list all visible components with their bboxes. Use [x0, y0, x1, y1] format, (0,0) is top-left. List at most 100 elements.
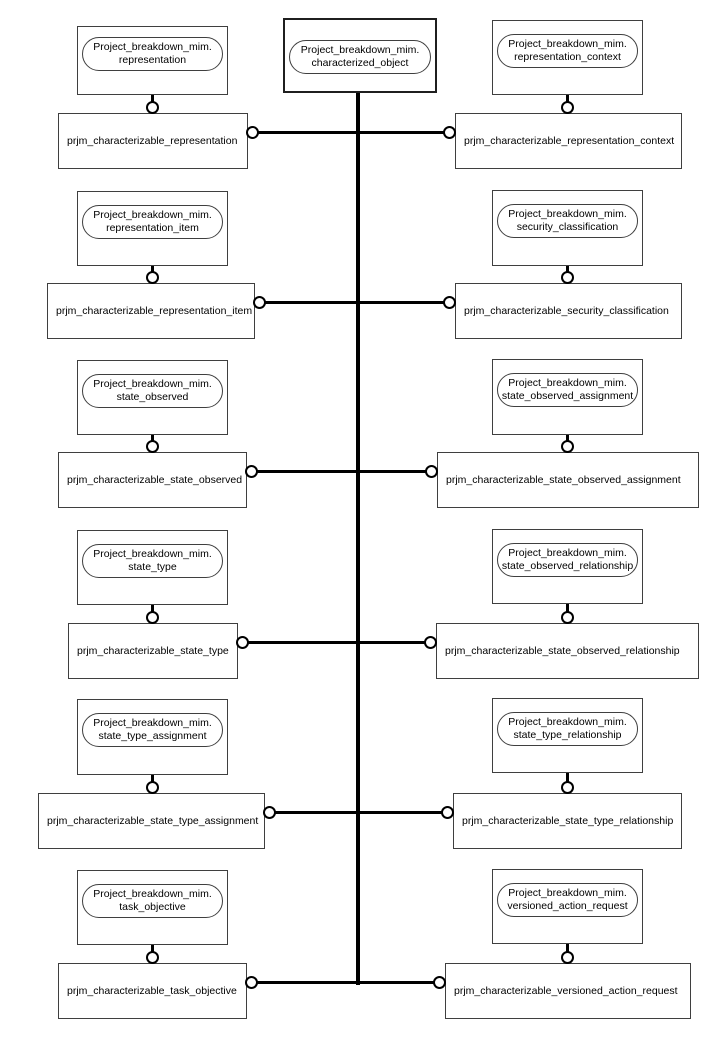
schema-node-right-5: Project_breakdown_mim. state_type_relati…: [492, 698, 643, 773]
schema-name-line1: Project_breakdown_mim.: [93, 888, 212, 900]
connection-circle: [443, 126, 456, 139]
entity-label: prjm_characterizable_state_type: [77, 645, 229, 657]
connection-circle: [245, 465, 258, 478]
schema-name-line2: state_type_assignment: [98, 730, 207, 742]
schema-node-right-1: Project_breakdown_mim. representation_co…: [492, 20, 643, 95]
entity-label: prjm_characterizable_representation_cont…: [464, 135, 675, 147]
entity-label: prjm_characterizable_representation_item: [56, 305, 253, 317]
root-schema-node: Project_breakdown_mim. characterized_obj…: [283, 18, 437, 93]
entity-node-right-6: prjm_characterizable_versioned_action_re…: [445, 963, 691, 1019]
schema-name-line1: Project_breakdown_mim.: [508, 208, 627, 220]
entity-node-left-6: prjm_characterizable_task_objective: [58, 963, 247, 1019]
schema-stadium: Project_breakdown_mim. state_observed: [82, 374, 223, 408]
schema-stadium: Project_breakdown_mim. task_objective: [82, 884, 223, 918]
connection-circle: [425, 465, 438, 478]
connector-line: [247, 981, 445, 984]
connector-line: [247, 470, 437, 473]
schema-name-line1: Project_breakdown_mim.: [93, 209, 212, 221]
connection-circle: [561, 951, 574, 964]
connection-circle: [561, 440, 574, 453]
entity-label: prjm_characterizable_state_observed: [67, 474, 243, 486]
schema-name-line1: Project_breakdown_mim.: [508, 377, 627, 389]
connection-circle: [561, 781, 574, 794]
schema-node-left-3: Project_breakdown_mim. state_observed: [77, 360, 228, 435]
schema-name-line2: state_observed_relationship: [501, 560, 634, 572]
schema-node-right-4: Project_breakdown_mim. state_observed_re…: [492, 529, 643, 604]
entity-label: prjm_characterizable_state_observed_assi…: [446, 474, 681, 486]
connection-circle: [433, 976, 446, 989]
connection-circle: [246, 126, 259, 139]
connector-line: [248, 131, 455, 134]
schema-name-line2: state_type: [128, 561, 177, 573]
entity-label: prjm_characterizable_representation: [67, 135, 238, 147]
entity-node-left-2: prjm_characterizable_representation_item: [47, 283, 255, 339]
schema-name-line2: representation: [118, 54, 187, 66]
connection-circle: [561, 611, 574, 624]
trunk-line: [356, 92, 360, 985]
schema-name-line1: Project_breakdown_mim.: [508, 547, 627, 559]
entity-label: prjm_characterizable_security_classifica…: [464, 305, 669, 317]
connector-line: [238, 641, 436, 644]
connection-circle: [443, 296, 456, 309]
schema-node-right-3: Project_breakdown_mim. state_observed_as…: [492, 359, 643, 435]
schema-stadium: Project_breakdown_mim. representation_co…: [497, 34, 638, 68]
schema-node-left-5: Project_breakdown_mim. state_type_assign…: [77, 699, 228, 775]
schema-name-line1: Project_breakdown_mim.: [508, 716, 627, 728]
schema-name-line1: Project_breakdown_mim.: [508, 38, 627, 50]
connection-circle: [146, 101, 159, 114]
connection-circle: [424, 636, 437, 649]
entity-node-right-3: prjm_characterizable_state_observed_assi…: [437, 452, 699, 508]
schema-node-left-4: Project_breakdown_mim. state_type: [77, 530, 228, 605]
connection-circle: [253, 296, 266, 309]
connection-circle: [146, 271, 159, 284]
entity-node-left-4: prjm_characterizable_state_type: [68, 623, 238, 679]
schema-stadium: Project_breakdown_mim. representation_it…: [82, 205, 223, 239]
connector-line: [255, 301, 455, 304]
schema-name-line2: representation_context: [514, 51, 621, 63]
schema-node-right-6: Project_breakdown_mim. versioned_action_…: [492, 869, 643, 944]
schema-stadium: Project_breakdown_mim. versioned_action_…: [497, 883, 638, 917]
schema-name-line1: Project_breakdown_mim.: [508, 887, 627, 899]
connection-circle: [146, 781, 159, 794]
schema-name-line1: Project_breakdown_mim.: [93, 378, 212, 390]
schema-name-line1: Project_breakdown_mim.: [93, 717, 212, 729]
schema-node-left-2: Project_breakdown_mim. representation_it…: [77, 191, 228, 266]
schema-name-line2: state_observed_assignment: [501, 390, 634, 402]
schema-name-line2: task_objective: [119, 901, 186, 913]
entity-node-right-1: prjm_characterizable_representation_cont…: [455, 113, 682, 169]
connection-circle: [146, 611, 159, 624]
schema-node-left-1: Project_breakdown_mim. representation: [77, 26, 228, 95]
schema-stadium: Project_breakdown_mim. state_type_relati…: [497, 712, 638, 746]
entity-node-left-3: prjm_characterizable_state_observed: [58, 452, 247, 508]
entity-node-right-2: prjm_characterizable_security_classifica…: [455, 283, 682, 339]
connection-circle: [236, 636, 249, 649]
root-schema-stadium: Project_breakdown_mim. characterized_obj…: [289, 40, 431, 74]
schema-name-line2: representation_item: [106, 222, 199, 234]
schema-stadium: Project_breakdown_mim. representation: [82, 37, 223, 71]
entity-node-left-1: prjm_characterizable_representation: [58, 113, 248, 169]
entity-node-right-5: prjm_characterizable_state_type_relation…: [453, 793, 682, 849]
schema-name-line2: security_classification: [516, 221, 619, 233]
entity-node-left-5: prjm_characterizable_state_type_assignme…: [38, 793, 265, 849]
connection-circle: [561, 101, 574, 114]
schema-node-right-2: Project_breakdown_mim. security_classifi…: [492, 190, 643, 266]
schema-name-line2: state_type_relationship: [513, 729, 622, 741]
schema-name-line2: versioned_action_request: [507, 900, 628, 912]
schema-name-line2: state_observed: [116, 391, 189, 403]
schema-name-line2: characterized_object: [311, 57, 409, 69]
connection-circle: [263, 806, 276, 819]
schema-stadium: Project_breakdown_mim. state_observed_re…: [497, 543, 638, 577]
schema-name-line1: Project_breakdown_mim.: [300, 44, 420, 56]
connection-circle: [561, 271, 574, 284]
schema-name-line1: Project_breakdown_mim.: [93, 548, 212, 560]
connection-circle: [441, 806, 454, 819]
entity-label: prjm_characterizable_state_observed_rela…: [445, 645, 680, 657]
entity-label: prjm_characterizable_versioned_action_re…: [454, 985, 678, 997]
entity-label: prjm_characterizable_state_type_assignme…: [47, 815, 259, 827]
schema-stadium: Project_breakdown_mim. state_observed_as…: [497, 373, 638, 407]
schema-name-line1: Project_breakdown_mim.: [93, 41, 212, 53]
schema-stadium: Project_breakdown_mim. security_classifi…: [497, 204, 638, 238]
schema-stadium: Project_breakdown_mim. state_type_assign…: [82, 713, 223, 747]
connection-circle: [245, 976, 258, 989]
